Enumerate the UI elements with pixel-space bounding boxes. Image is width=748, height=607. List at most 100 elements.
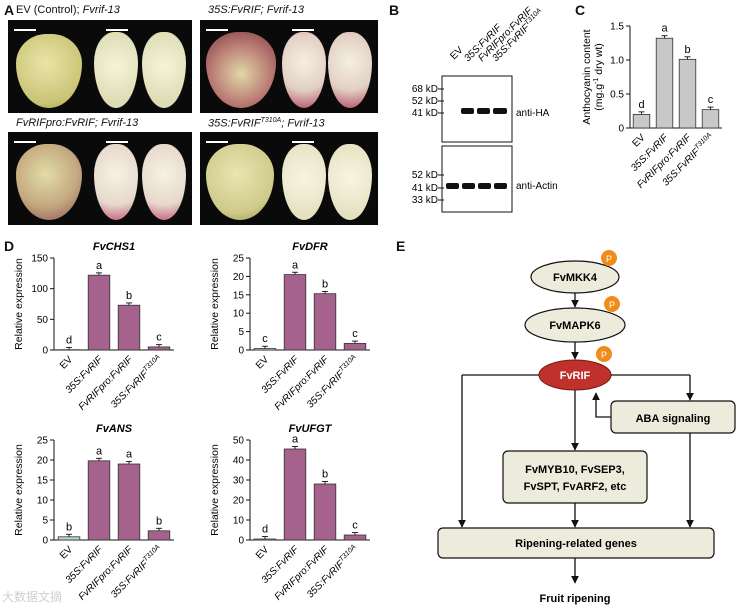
significance-letter: b [126, 290, 132, 302]
scale-bar [292, 141, 314, 143]
significance-letter: c [352, 520, 358, 532]
category-label: 35S:FvRIFT310A [108, 543, 165, 600]
y-tick-label: 0.5 [610, 90, 624, 101]
bar [313, 483, 337, 541]
category-label: EV [630, 132, 647, 149]
bar [678, 58, 697, 129]
y-tick-label: 10 [233, 309, 245, 320]
marker-52: 52 kD [412, 96, 438, 107]
category-label: 35S:FvRIFT310A [304, 353, 361, 410]
y-tick-label: 15 [233, 290, 245, 301]
category-label: FvRIFpro:FvRIF [273, 544, 332, 603]
significance-letter: a [292, 434, 299, 446]
panel-d-label: D [4, 238, 15, 254]
y-tick-label: 50 [233, 436, 245, 447]
y-tick-label: 50 [37, 315, 49, 326]
y-axis-label: Relative expression [209, 258, 221, 350]
fruit-half [282, 32, 326, 108]
node-target-genes [502, 450, 648, 504]
scale-bar [292, 29, 314, 31]
significance-letter: a [661, 23, 668, 35]
significance-letter: d [66, 334, 72, 346]
bar [87, 460, 111, 541]
y-axis-unit: (mg.g-1 dry wt) [593, 43, 605, 111]
y-tick-label: 30 [233, 476, 245, 487]
scale-bar [206, 141, 228, 143]
panel-a-title-3: FvRIFpro:FvRIF; Fvrif-13 [16, 117, 139, 129]
y-tick-label: 5 [238, 327, 244, 338]
band-actin [446, 183, 459, 189]
panel-a-title-4: 35S:FvRIFT310A; Fvrif-13 [208, 117, 325, 130]
fruit-half [328, 32, 372, 108]
y-tick-label: 0 [618, 124, 624, 135]
photo-ev-control [8, 20, 192, 113]
y-tick-label: 15 [37, 476, 49, 487]
photo-35s-fvrif-t310a [200, 132, 378, 225]
scale-bar [14, 141, 36, 143]
significance-letter: b [66, 521, 72, 533]
y-tick-label: 0 [42, 346, 48, 357]
category-label: FvRIFpro:FvRIF [77, 544, 136, 603]
bar [655, 37, 674, 129]
y-axis-label: Relative expression [209, 444, 221, 536]
y-axis-label: Relative expression [13, 258, 25, 350]
bar [253, 538, 277, 541]
significance-letter: a [96, 260, 103, 272]
band-ha [461, 108, 474, 114]
lane-label: EV [448, 45, 465, 62]
western-blot: EV 35S:FvRIF FvRIFpro:FvRIF 35S:FvRIFT31… [412, 5, 558, 213]
significance-letter: c [352, 328, 358, 340]
y-tick-label: 25 [37, 436, 49, 447]
panel-a-label: A [4, 2, 15, 18]
fruit-whole [206, 32, 276, 108]
phospho-label: P [609, 300, 615, 310]
bar [87, 274, 111, 351]
y-tick-label: 25 [233, 254, 245, 265]
node-fvrif-label: FvRIF [560, 370, 591, 382]
category-label: FvRIFpro:FvRIF [273, 354, 332, 413]
y-tick-label: 1.0 [610, 56, 624, 67]
fruit-half [328, 144, 372, 220]
panel-e-label: E [396, 238, 406, 254]
y-tick-label: 0 [42, 536, 48, 547]
antibody-actin: anti-Actin [516, 181, 558, 192]
marker-41: 41 kD [412, 108, 438, 119]
bar [147, 346, 171, 351]
phospho-label: P [601, 350, 607, 360]
band-actin [462, 183, 475, 189]
chart-title: FvANS [96, 423, 133, 435]
bar [117, 463, 141, 541]
significance-letter: b [156, 515, 162, 527]
bar [147, 530, 171, 541]
y-tick-label: 10 [233, 516, 245, 527]
node-targets-line2: FvSPT, FvARF2, etc [524, 481, 627, 493]
y-tick-label: 1.5 [610, 22, 624, 33]
significance-letter: b [322, 278, 328, 290]
significance-letter: a [126, 449, 133, 461]
phospho-icon [596, 346, 612, 362]
fruit-half [94, 32, 138, 108]
significance-letter: c [708, 94, 714, 106]
bar [117, 304, 141, 351]
node-aba-label: ABA signaling [636, 413, 711, 425]
panel-a-title-2: 35S:FvRIF; Fvrif-13 [208, 4, 304, 16]
category-label: FvRIFpro:FvRIF [77, 354, 136, 413]
chart-title: FvUFGT [289, 423, 333, 435]
fruit-whole [206, 144, 274, 220]
y-tick-label: 20 [37, 456, 49, 467]
chart-title: FvCHS1 [93, 241, 135, 253]
phospho-icon [604, 296, 620, 312]
significance-letter: d [638, 99, 644, 111]
y-tick-label: 100 [31, 284, 48, 295]
band-ha [493, 108, 507, 114]
photo-fvrifpro-fvrif [8, 132, 192, 225]
panel-a-title-1: EV (Control); Fvrif-13 [16, 4, 120, 16]
node-ripening-genes-label: Ripening-related genes [515, 538, 637, 550]
panel-c-label: C [575, 2, 586, 18]
category-label: EV [58, 354, 75, 371]
fruit-whole [16, 34, 82, 108]
